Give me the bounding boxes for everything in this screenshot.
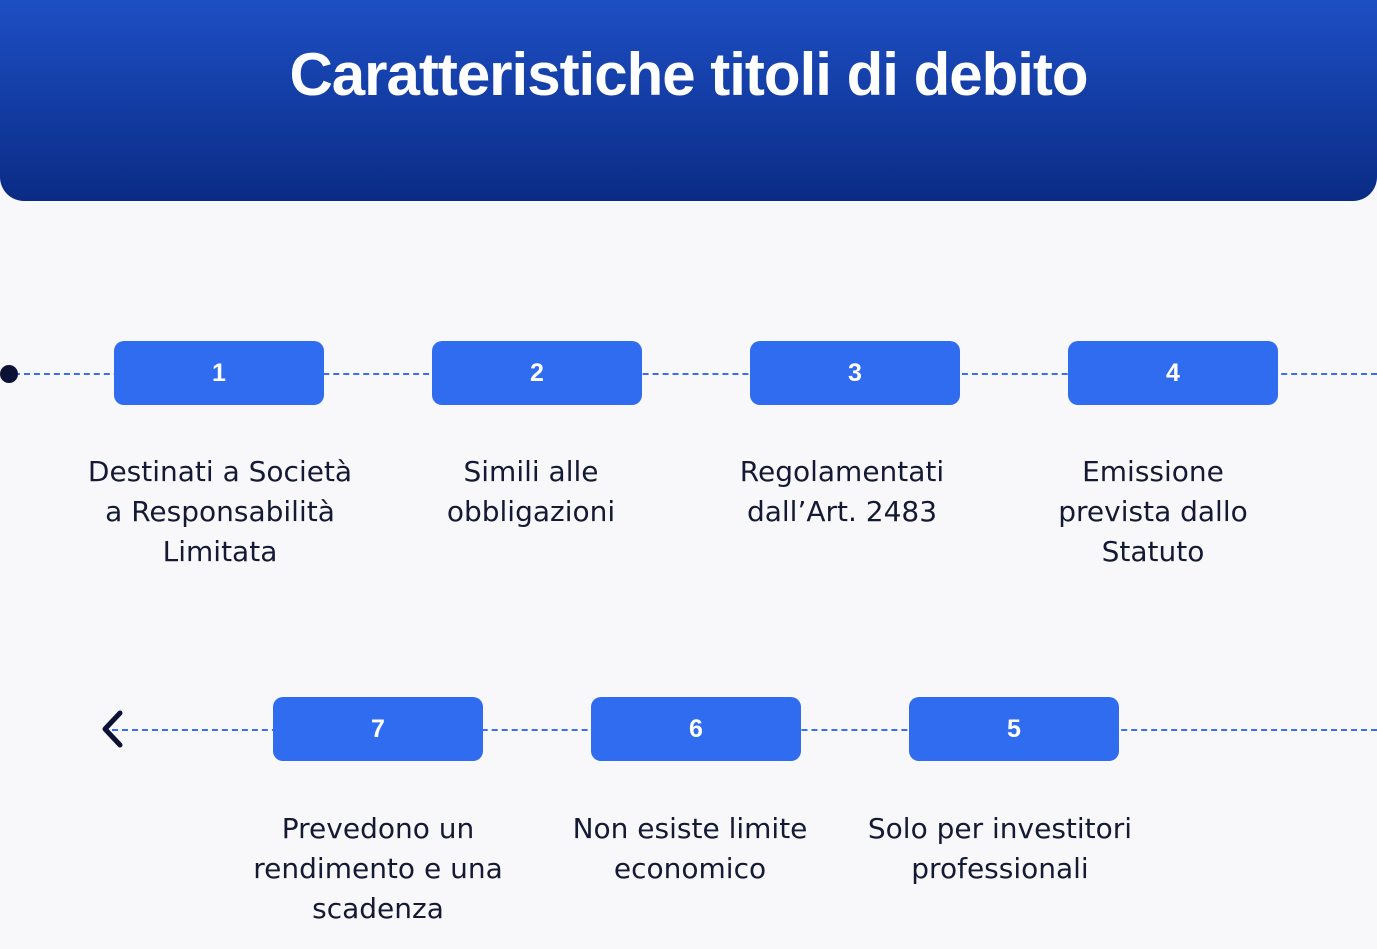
- step-1-number: 1: [212, 358, 226, 387]
- step-3-number: 3: [848, 358, 862, 387]
- timeline-connector-row-1: [14, 373, 1377, 375]
- filled-dot-icon: [0, 365, 18, 383]
- step-4-label: Emissione prevista dallo Statuto: [1058, 455, 1248, 568]
- step-7-number: 7: [371, 714, 385, 743]
- step-5-number: 5: [1007, 714, 1021, 743]
- chevron-left-icon: [102, 710, 123, 748]
- step-5-box: 5: [909, 697, 1119, 761]
- step-3-label: Regolamentati dall’Art. 2483: [739, 455, 945, 528]
- step-7-label: Prevedono un rendimento e una scadenza: [253, 812, 503, 925]
- step-6-box: 6: [591, 697, 801, 761]
- step-6-label: Non esiste limite economico: [572, 812, 808, 885]
- step-3-box: 3: [750, 341, 960, 405]
- step-6-number: 6: [689, 714, 703, 743]
- step-2-label: Simili alle obbligazioni: [446, 455, 616, 528]
- header-banner: Caratteristiche titoli di debito: [0, 0, 1377, 201]
- step-4-box: 4: [1068, 341, 1278, 405]
- step-7-box: 7: [273, 697, 483, 761]
- step-1-box: 1: [114, 341, 324, 405]
- step-2-box: 2: [432, 341, 642, 405]
- page-title: Caratteristiche titoli di debito: [289, 41, 1088, 108]
- step-2-number: 2: [530, 358, 544, 387]
- step-4-number: 4: [1166, 358, 1180, 387]
- step-1-label: Destinati a Società a Responsabilità Lim…: [87, 455, 353, 568]
- step-5-label: Solo per investitori professionali: [867, 812, 1133, 885]
